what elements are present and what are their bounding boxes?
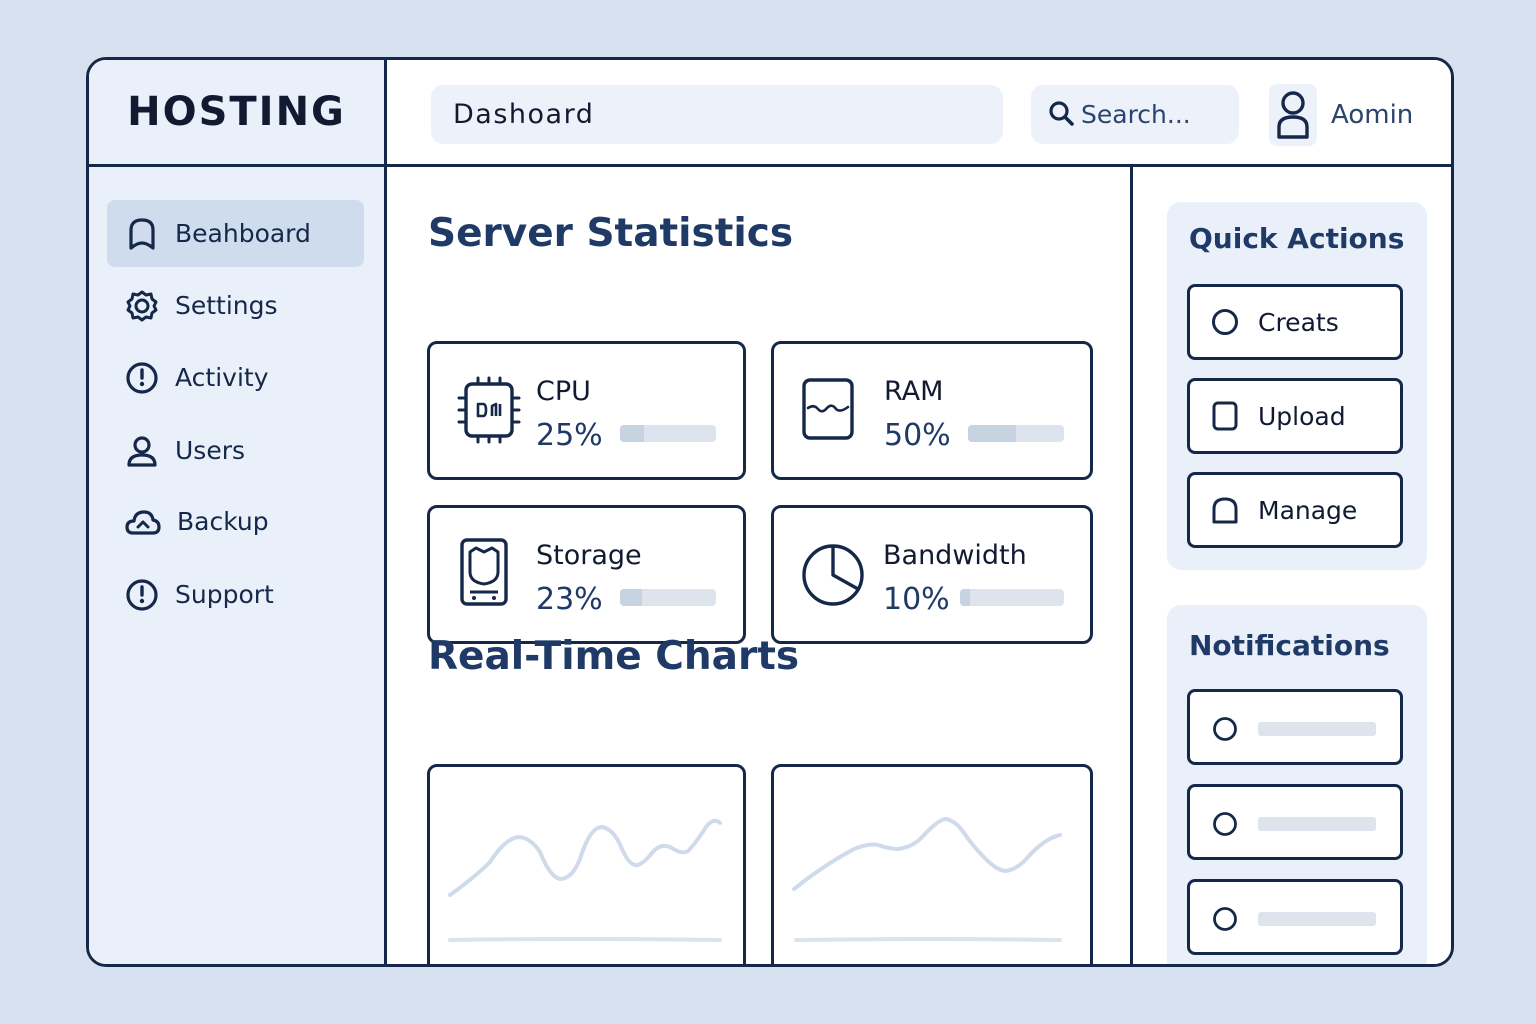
sidebar-item-label: Backup xyxy=(177,507,269,536)
user-avatar-icon xyxy=(1277,91,1309,139)
create-button[interactable]: Creats xyxy=(1187,284,1403,360)
real-time-charts-title: Real-Time Charts xyxy=(428,634,800,679)
stat-label: RAM xyxy=(884,376,944,407)
user-icon xyxy=(127,435,157,467)
line-chart-placeholder xyxy=(792,816,1062,942)
notification-placeholder-text xyxy=(1258,817,1376,831)
circle-icon xyxy=(1212,309,1238,335)
gear-icon xyxy=(126,290,158,321)
notification-item[interactable] xyxy=(1187,689,1403,765)
arch-icon xyxy=(1212,497,1238,524)
sidebar-item-support[interactable]: Support xyxy=(107,561,364,628)
notification-item[interactable] xyxy=(1187,784,1403,860)
sidebar-item-dashboard[interactable]: Beahboard xyxy=(107,200,364,267)
top-bar: HOSTING Dashoard Aomin xyxy=(89,60,1451,167)
brand-logo: HOSTING xyxy=(89,60,387,164)
square-icon xyxy=(1212,401,1238,431)
quick-actions-title: Quick Actions xyxy=(1189,222,1405,255)
stat-value: 10% xyxy=(883,582,950,617)
notification-placeholder-text xyxy=(1258,912,1376,926)
chart-card-2[interactable] xyxy=(771,764,1093,964)
stat-value: 25% xyxy=(536,418,603,453)
sidebar-item-label: Activity xyxy=(175,363,269,392)
upload-button[interactable]: Upload xyxy=(1187,378,1403,454)
sidebar-item-label: Support xyxy=(175,580,274,609)
sidebar-item-label: Users xyxy=(175,436,246,465)
stat-value: 50% xyxy=(884,418,951,453)
cpu-chip-icon xyxy=(457,376,521,444)
quick-actions-panel: Quick Actions Creats Upload Manage xyxy=(1167,202,1427,570)
notifications-panel: Notifications xyxy=(1167,605,1427,964)
breadcrumb-label: Dashoard xyxy=(453,99,595,130)
stat-progress-bar xyxy=(968,425,1064,442)
stat-progress-bar xyxy=(960,589,1064,606)
sidebar-item-label: Beahboard xyxy=(175,219,311,248)
sidebar-item-backup[interactable]: Backup xyxy=(107,488,364,555)
stat-label: CPU xyxy=(536,376,591,407)
status-dot-icon xyxy=(1213,907,1237,931)
server-statistics-title: Server Statistics xyxy=(428,211,794,256)
stat-progress-fill xyxy=(620,425,644,442)
notifications-title: Notifications xyxy=(1189,629,1390,662)
search-input[interactable] xyxy=(1081,100,1221,129)
stat-card-bandwidth[interactable]: Bandwidth 10% xyxy=(771,505,1093,644)
stat-card-storage[interactable]: Storage 23% xyxy=(427,505,746,644)
avatar[interactable] xyxy=(1269,84,1317,146)
stat-label: Storage xyxy=(536,540,642,571)
quick-action-label: Upload xyxy=(1258,401,1346,431)
main-content: Server Statistics CPU 25% xyxy=(390,167,1130,964)
right-panel: Quick Actions Creats Upload Manage xyxy=(1130,167,1451,964)
chart-card-1[interactable] xyxy=(427,764,746,964)
stat-card-cpu[interactable]: CPU 25% xyxy=(427,341,746,480)
stat-progress-bar xyxy=(620,589,716,606)
search-box[interactable] xyxy=(1031,85,1239,144)
info-circle-icon xyxy=(126,361,158,394)
stat-progress-fill xyxy=(960,589,971,606)
pie-gauge-icon xyxy=(802,544,864,606)
status-dot-icon xyxy=(1213,717,1237,741)
user-menu[interactable]: Aomin xyxy=(1269,84,1413,146)
memory-icon xyxy=(802,378,854,440)
sidebar-item-users[interactable]: Users xyxy=(107,417,364,484)
line-chart-placeholder xyxy=(448,818,722,942)
search-icon xyxy=(1047,99,1075,131)
quick-action-label: Creats xyxy=(1258,307,1339,337)
stat-progress-fill xyxy=(968,425,1016,442)
notification-item[interactable] xyxy=(1187,879,1403,955)
stat-progress-bar xyxy=(620,425,716,442)
cloud-backup-icon xyxy=(125,509,161,535)
manage-button[interactable]: Manage xyxy=(1187,472,1403,548)
stat-progress-fill xyxy=(620,589,643,606)
quick-action-label: Manage xyxy=(1258,495,1358,525)
sidebar-item-settings[interactable]: Settings xyxy=(107,272,364,339)
breadcrumb: Dashoard xyxy=(431,85,1003,144)
sidebar: Beahboard Settings Activity xyxy=(89,167,387,964)
status-dot-icon xyxy=(1213,812,1237,836)
stat-label: Bandwidth xyxy=(883,540,1027,571)
stat-card-ram[interactable]: RAM 50% xyxy=(771,341,1093,480)
app-window: HOSTING Dashoard Aomin xyxy=(86,57,1454,967)
user-name: Aomin xyxy=(1331,100,1414,130)
storage-drive-icon xyxy=(460,538,508,606)
notification-placeholder-text xyxy=(1258,722,1376,736)
info-circle-icon xyxy=(126,578,158,611)
stat-value: 23% xyxy=(536,582,603,617)
sidebar-item-label: Settings xyxy=(175,291,278,320)
sidebar-item-activity[interactable]: Activity xyxy=(107,344,364,411)
dashboard-icon xyxy=(129,217,155,250)
